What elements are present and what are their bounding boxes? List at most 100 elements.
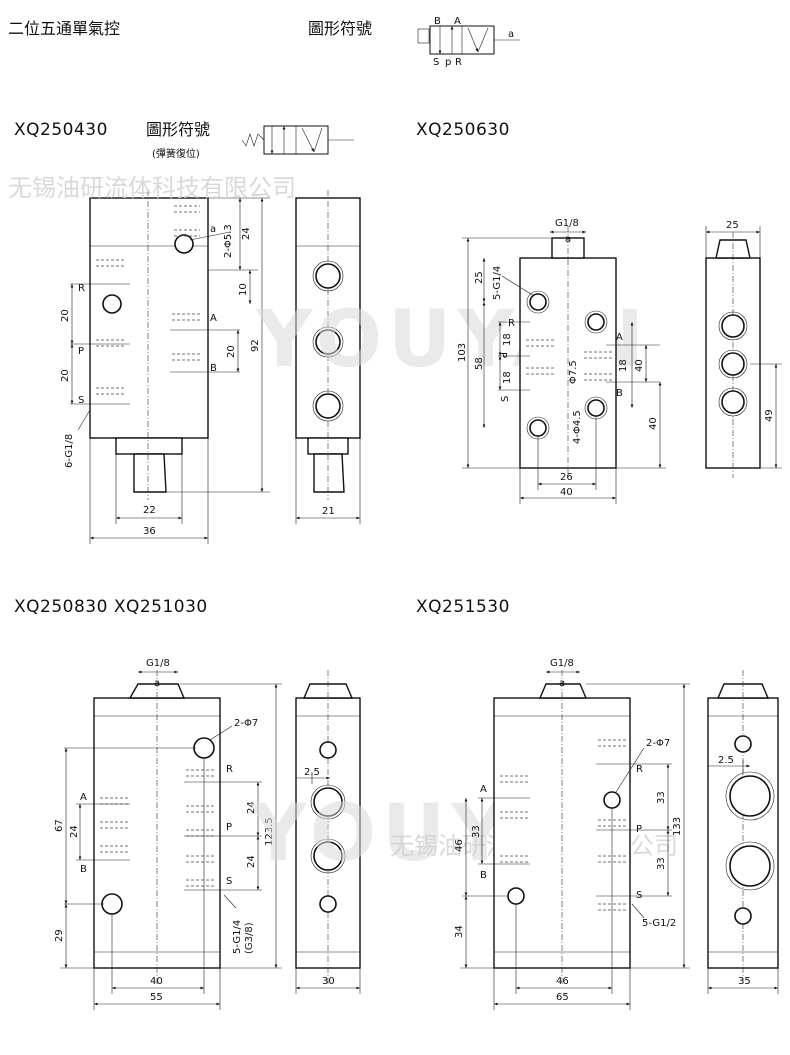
model-4-dim-34: 34 (454, 925, 465, 938)
model-4-dim-2-phi7: 2-Φ7 (646, 738, 670, 749)
model-4-dim-33-left: 33 (471, 825, 482, 838)
model-2-name: XQ250630 (416, 120, 510, 140)
model-1-dim-20-ab: 20 (226, 345, 237, 358)
model-1-symbol-label: 圖形符號 (146, 120, 210, 139)
model-3-port-pilot: a (154, 678, 160, 689)
model-2-dim-g1-8: G1/8 (555, 218, 579, 229)
model-3-dim-30: 30 (322, 976, 335, 987)
model-4-port-b: B (480, 870, 487, 881)
model-4-port-s: S (636, 890, 642, 901)
model-3-dim-24-rp: 24 (246, 801, 257, 814)
model-3-dim-5-g1-4: 5-G1/4 (232, 920, 243, 954)
model-2-dim-26: 26 (560, 472, 573, 483)
model-3-dim-g3-8: (G3/8) (244, 922, 255, 954)
model-1-port-pilot: a (210, 224, 216, 235)
model-2-dim-phi7-5: Φ7.5 (568, 360, 579, 384)
model-4-dim-2-5: 2.5 (718, 755, 734, 766)
model-3-dim-24-left: 24 (69, 825, 80, 838)
model-3-port-p: P (226, 822, 232, 833)
model-3-name: XQ250830 XQ251030 (14, 597, 208, 617)
model-1-side-view (295, 190, 361, 524)
model-1-dim-10: 10 (238, 283, 249, 296)
model-4-dim-35: 35 (738, 976, 751, 987)
model-3-dimension-lines (60, 670, 282, 1010)
model-4-dim-33-rp: 33 (656, 791, 667, 804)
model-1-dim-6-g1-8: 6-G1/8 (64, 434, 75, 468)
model-2-port-p: P (497, 352, 508, 358)
model-2-dim-18-c: 18 (618, 359, 629, 372)
model-3-dim-40: 40 (150, 976, 163, 987)
model-1-dim-20-rp: 20 (60, 309, 71, 322)
model-2-dim-25-side: 25 (726, 220, 739, 231)
model-3-port-s: S (226, 876, 232, 887)
model-2-port-pilot: a (565, 234, 571, 245)
model-4-front-view (462, 670, 672, 984)
model-3-dim-55: 55 (150, 992, 163, 1003)
model-1-port-b: B (210, 363, 217, 374)
model-1-dimension-lines (70, 197, 270, 544)
model-2-dim-40-low: 40 (648, 417, 659, 430)
model-2-dim-40-side: 40 (634, 359, 645, 372)
model-3-port-a: A (80, 792, 87, 803)
header-symbol-s: S (433, 57, 439, 68)
model-4-dim-65: 65 (556, 992, 569, 1003)
model-2-dim-58: 58 (474, 357, 485, 370)
model-3-dim-123-5: 123.5 (264, 817, 275, 846)
model-3-dim-2-phi7: 2-Φ7 (234, 718, 258, 729)
model-2-dimension-lines (462, 230, 666, 504)
header-valve-symbol: B A S p R a (417, 16, 520, 68)
model-3-port-r: R (226, 764, 233, 775)
model-1-port-s: S (78, 395, 84, 406)
model-4-port-pilot: a (559, 678, 565, 689)
model-1-dim-22: 22 (143, 505, 156, 516)
model-1-valve-symbol (241, 125, 354, 155)
model-2-dim-18-a: 18 (502, 333, 513, 346)
model-4-dim-33-ps: 33 (656, 857, 667, 870)
model-1-symbol-note: (彈簧復位) (152, 147, 200, 160)
model-1-port-a: A (210, 313, 217, 324)
model-3-dim-g1-8: G1/8 (146, 658, 170, 669)
model-2-port-b: B (616, 388, 623, 399)
watermark-company-top: 无锡油研流体科技有限公司 (8, 174, 296, 202)
model-4-port-a: A (480, 784, 487, 795)
model-3-dim-2-5: 2.5 (304, 767, 320, 778)
model-1-dim-92: 92 (250, 339, 261, 352)
model-2-port-r: R (508, 318, 515, 329)
model-1-dim-21: 21 (322, 506, 335, 517)
model-4-port-p: P (636, 824, 642, 835)
model-1-dim-36: 36 (143, 526, 156, 537)
model-4-dim-46-width: 46 (556, 976, 569, 987)
model-2-dim-4-phi4-5: 4-Φ4.5 (572, 410, 583, 444)
model-4-dim-g1-8: G1/8 (550, 658, 574, 669)
model-3-dim-24-ps: 24 (246, 855, 257, 868)
header-symbol-pilot: a (508, 29, 514, 40)
model-1-dim-20-ps: 20 (60, 369, 71, 382)
symbol-label: 圖形符號 (308, 19, 372, 38)
model-4-dim-5-g1-2: 5-G1/2 (642, 918, 676, 929)
model-1-dim-24: 24 (241, 227, 252, 240)
model-1-name: XQ250430 (14, 120, 108, 140)
model-3-port-b: B (80, 864, 87, 875)
model-2-dim-49: 49 (764, 409, 775, 422)
model-2-dim-5-g1-4: 5-G1/4 (492, 266, 503, 300)
page-title: 二位五通單氣控 (8, 19, 120, 38)
header-symbol-a: A (454, 16, 461, 27)
model-2-dim-18-b: 18 (502, 371, 513, 384)
header-symbol-r: R (455, 57, 462, 68)
model-1-front-view (70, 190, 240, 500)
model-4-name: XQ251530 (416, 597, 510, 617)
model-2-dim-25: 25 (474, 271, 485, 284)
model-2-port-a: A (616, 332, 623, 343)
model-1-port-p: P (78, 346, 84, 357)
model-2-dim-40-width: 40 (560, 487, 573, 498)
model-2-side-view (705, 226, 782, 478)
model-4-dim-133: 133 (672, 817, 683, 836)
model-3-dim-67: 67 (54, 819, 65, 832)
header-symbol-b: B (434, 16, 441, 27)
model-3-dim-29: 29 (54, 929, 65, 942)
model-1-dim-2-phi5-3: 2-Φ5.3 (223, 224, 234, 258)
model-4-dim-46: 46 (454, 839, 465, 852)
model-2-front-view (498, 226, 660, 478)
header-symbol-p: p (445, 57, 451, 68)
model-1-port-r: R (78, 283, 85, 294)
